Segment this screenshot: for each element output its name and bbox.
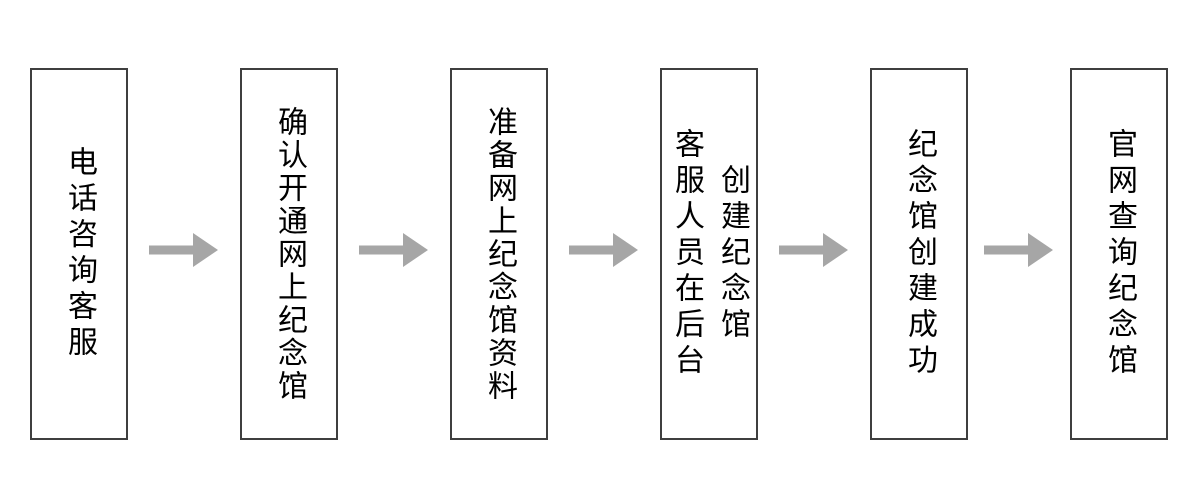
flow-step-4: 客服人员在后台 创建纪念馆 <box>660 68 758 440</box>
right-arrow-icon <box>984 232 1054 268</box>
flow-step-2: 确认开通网上纪念馆 <box>240 68 338 440</box>
flow-step-6: 官网查询纪念馆 <box>1070 68 1168 440</box>
flow-step-1-label: 电话咨询客服 <box>63 146 96 362</box>
flow-step-3-label: 准备网上纪念馆资料 <box>483 105 516 403</box>
flow-step-3: 准备网上纪念馆资料 <box>450 68 548 440</box>
flow-step-2-label: 确认开通网上纪念馆 <box>273 105 306 403</box>
flow-step-5: 纪念馆创建成功 <box>870 68 968 440</box>
right-arrow-icon <box>569 232 639 268</box>
flow-step-4-label: 客服人员在后台 创建纪念馆 <box>670 128 749 380</box>
flow-step-6-label: 官网查询纪念馆 <box>1103 128 1136 380</box>
right-arrow-icon <box>779 232 849 268</box>
right-arrow-icon <box>149 232 219 268</box>
flow-step-1: 电话咨询客服 <box>30 68 128 440</box>
flow-step-5-label: 纪念馆创建成功 <box>903 128 936 380</box>
right-arrow-icon <box>359 232 429 268</box>
